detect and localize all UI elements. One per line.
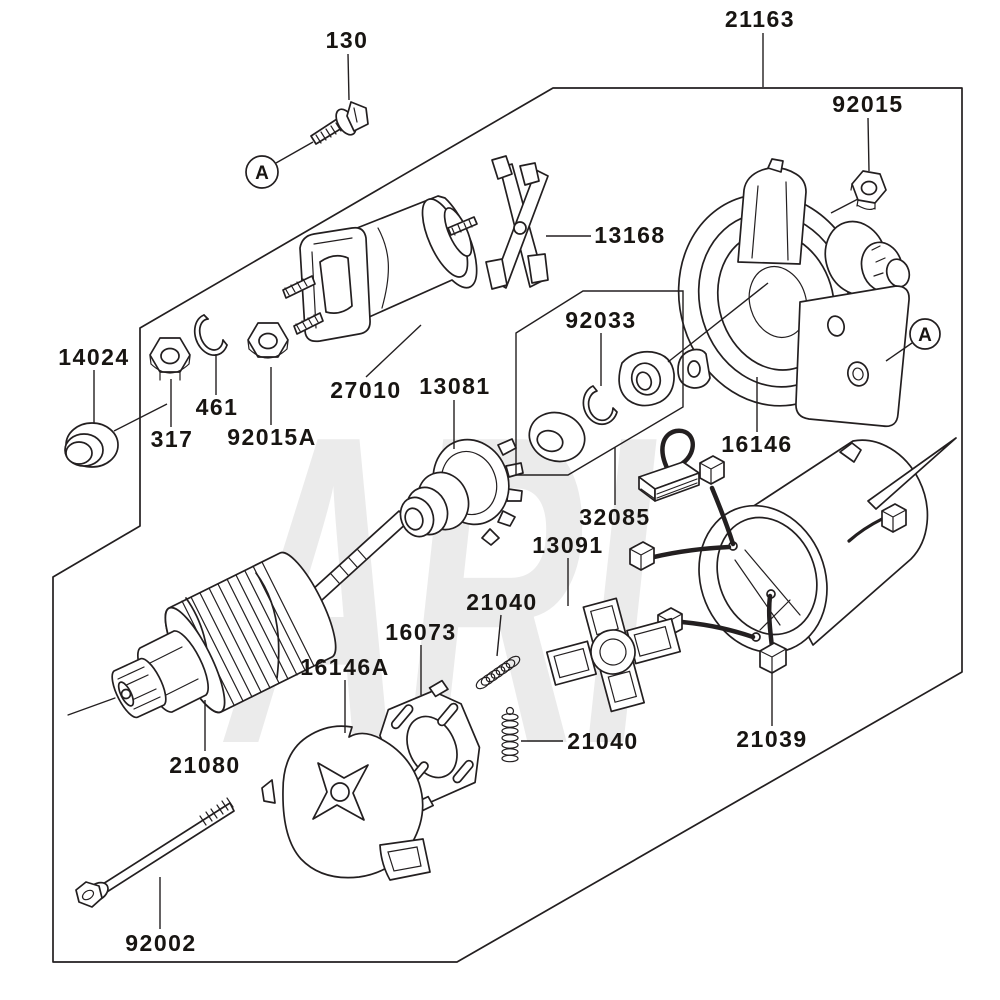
callout-32085[interactable]: 32085: [579, 504, 650, 530]
part-end-frame-housing: [677, 158, 911, 428]
callout-21040-upper[interactable]: 21040: [466, 589, 537, 615]
part-yoke-cylinder: [698, 437, 957, 654]
part-snap-ring-461: [193, 314, 228, 356]
part-brush-holder-13091: [545, 597, 682, 713]
part-spring-21040-upper: [475, 655, 521, 690]
part-pinion-13081: [399, 438, 524, 546]
part-bolt-92002: [75, 797, 235, 908]
callout-92015A[interactable]: 92015A: [227, 424, 317, 450]
part-nut-317: [149, 337, 191, 381]
callout-21163[interactable]: 21163: [725, 6, 795, 32]
detail-marker-a-right: A: [885, 318, 941, 362]
detail-marker-a-top: A: [245, 141, 314, 189]
detail-marker-letter: A: [918, 325, 932, 346]
callout-130[interactable]: 130: [326, 27, 369, 53]
part-nut-92015: [850, 170, 887, 211]
leader-lines: [93, 33, 870, 929]
callout-21039[interactable]: 21039: [736, 726, 807, 752]
callout-92015[interactable]: 92015: [832, 91, 903, 117]
callout-16146[interactable]: 16146: [721, 431, 792, 457]
part-spring-21040-lower: [501, 706, 519, 763]
part-brush-21039: [759, 593, 787, 674]
part-armature-21080: [67, 510, 410, 719]
detail-box-92033: [515, 282, 769, 476]
part-cap-14024: [64, 422, 119, 468]
callout-13081[interactable]: 13081: [419, 373, 490, 399]
callout-13168[interactable]: 13168: [594, 222, 665, 248]
callout-21080[interactable]: 21080: [169, 752, 240, 778]
callout-21040-lower[interactable]: 21040: [567, 728, 638, 754]
callout-461[interactable]: 461: [196, 394, 239, 420]
part-end-cover-16146a: [261, 725, 431, 881]
part-lever-13168: [485, 155, 549, 290]
part-bolt-130: [310, 101, 369, 145]
callout-13091[interactable]: 13091: [532, 532, 603, 558]
callout-317[interactable]: 317: [151, 426, 194, 452]
frame-border: [52, 87, 963, 963]
callout-27010[interactable]: 27010: [330, 377, 401, 403]
part-nut-92015a: [247, 322, 289, 359]
callout-16073[interactable]: 16073: [385, 619, 456, 645]
callout-14024[interactable]: 14024: [58, 344, 129, 370]
callout-92033[interactable]: 92033: [565, 307, 636, 333]
callout-92002[interactable]: 92002: [125, 930, 196, 956]
callout-16146A[interactable]: 16146A: [300, 654, 390, 680]
callout-labels: 130 21163 92015 13168 27010 13081 92033 …: [58, 6, 903, 956]
part-solenoid-27010: [282, 195, 478, 343]
detail-marker-letter: A: [255, 163, 269, 184]
